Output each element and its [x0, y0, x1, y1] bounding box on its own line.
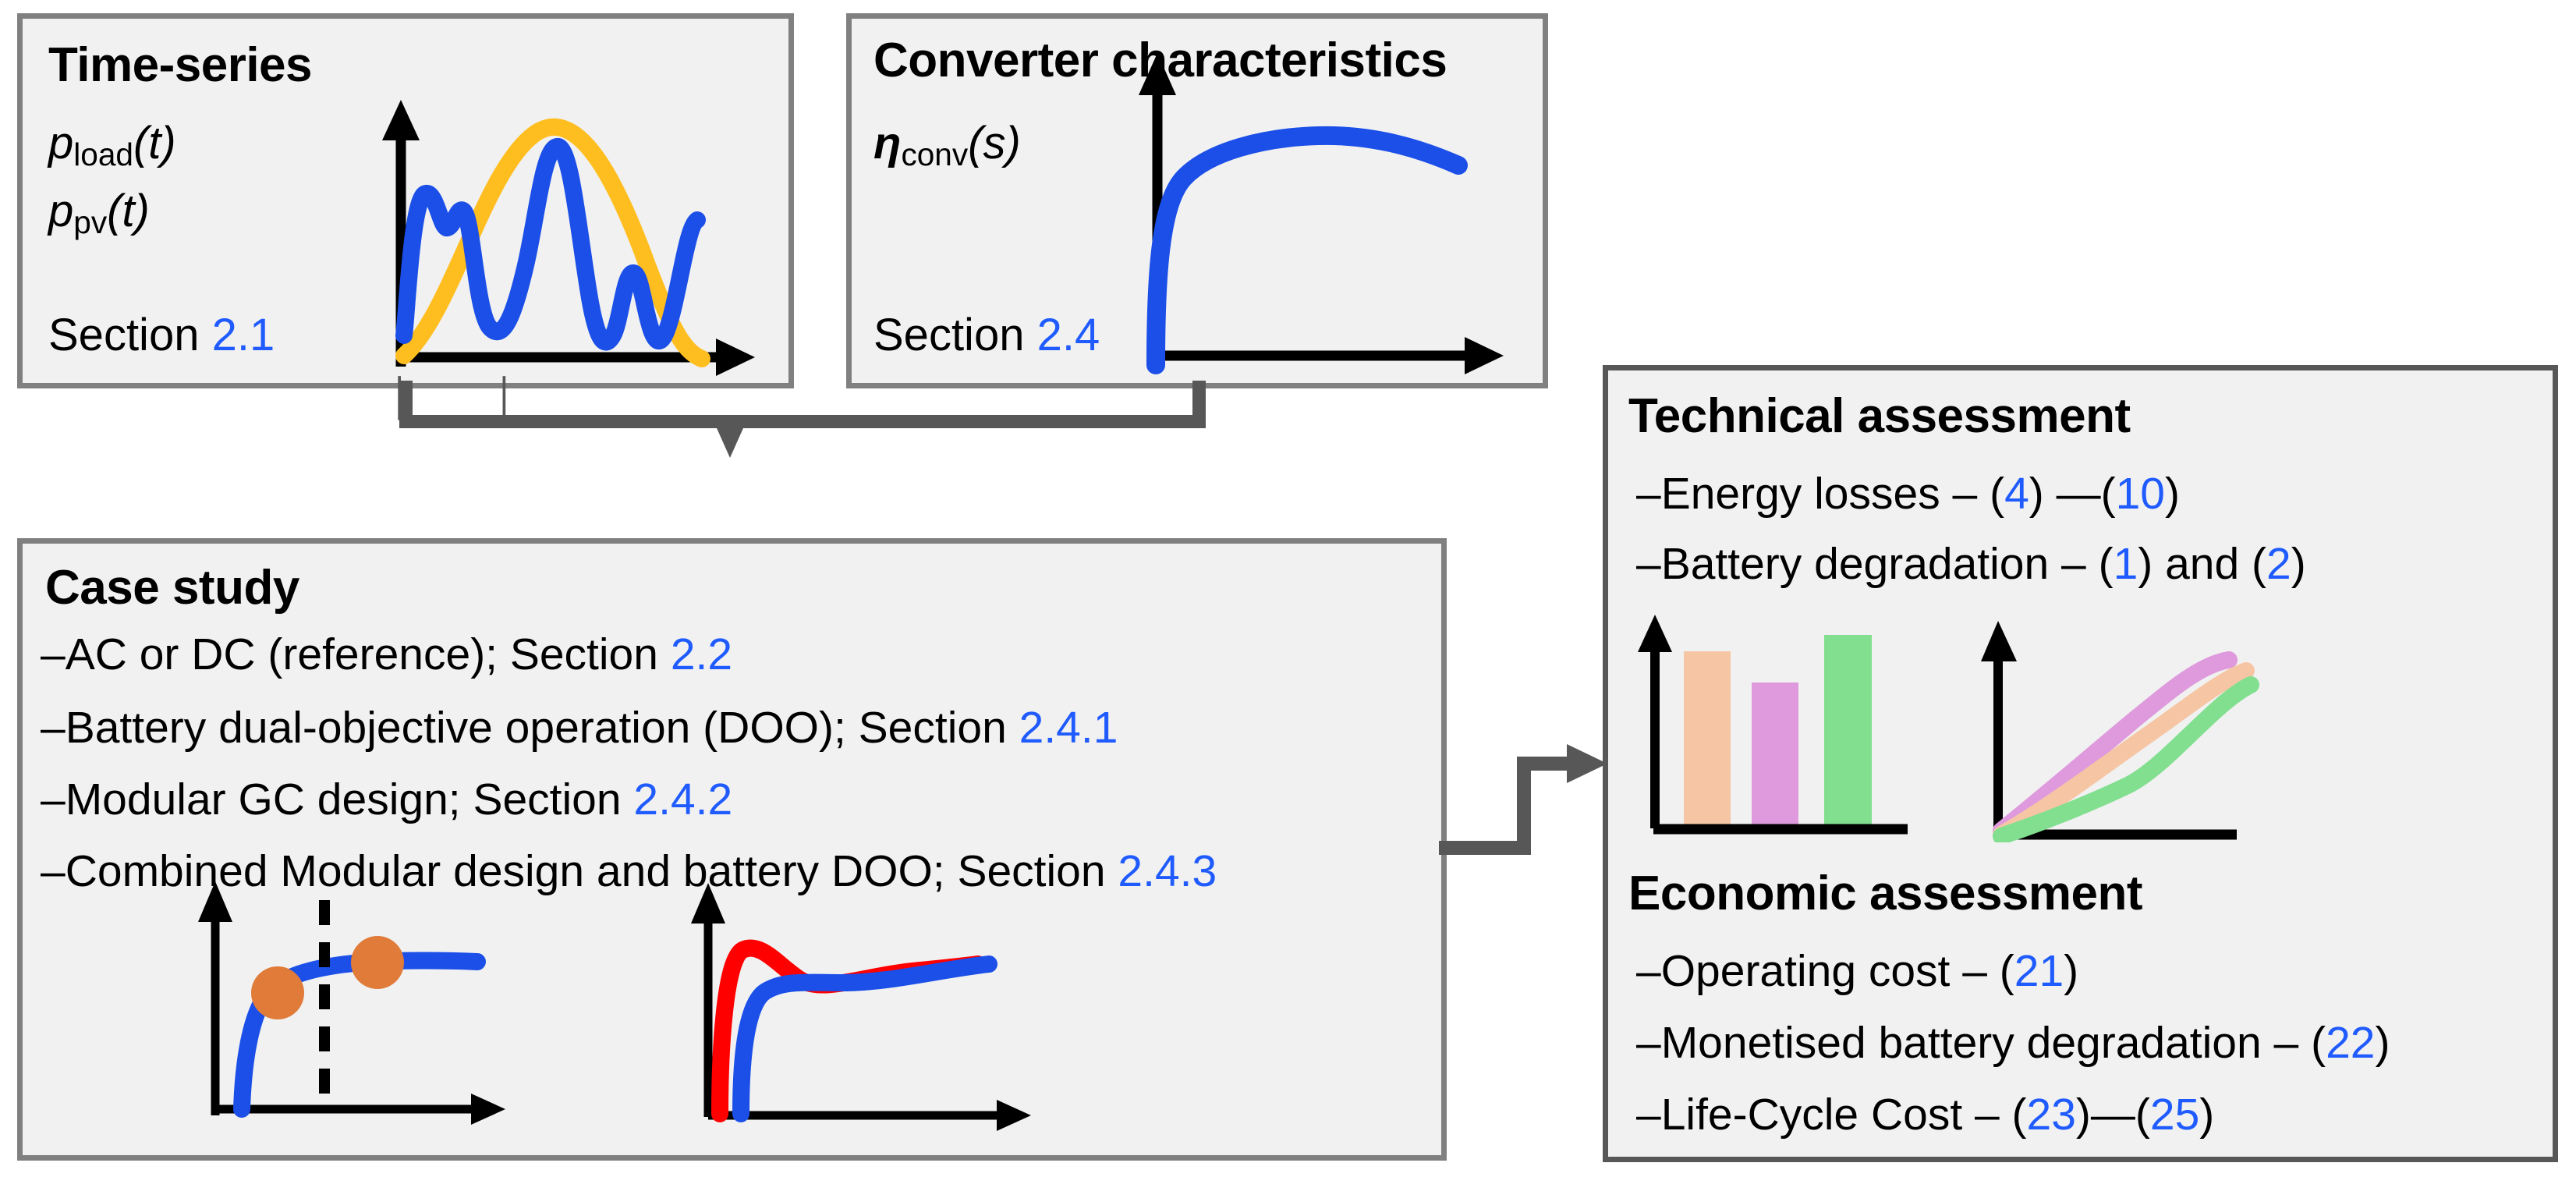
time-series-chart — [382, 100, 755, 376]
economic-pre-1: Monetised battery degradation – ( — [1660, 1018, 2326, 1068]
technical-post-1: ) — [2291, 539, 2306, 589]
technical-ref1-0: 4 — [2004, 469, 2029, 519]
bar-case-b — [1752, 682, 1798, 825]
technical-ref2-1: 2 — [2266, 539, 2291, 589]
operating-point-marker-1 — [251, 966, 304, 1019]
economic-post-0: ) — [2064, 946, 2079, 996]
economic-mid-2: )—( — [2075, 1090, 2150, 1140]
economic-ref1-2: 23 — [2026, 1090, 2076, 1140]
case-study-ref-1: 2.4.1 — [1019, 703, 1118, 753]
case-study-title: Case study — [45, 561, 299, 615]
technical-pre-1: Battery degradation – ( — [1660, 539, 2114, 589]
bar-case-a — [1684, 651, 1731, 825]
connector-to-assessment — [1439, 744, 1607, 855]
operating-point-marker-2 — [351, 936, 404, 989]
case-study-ref-0: 2.2 — [670, 629, 733, 679]
p-pv-base: p — [48, 186, 74, 236]
technical-dash-1: – — [1636, 539, 1661, 589]
converter-section: Section 2.4 — [873, 309, 1100, 361]
symbol-p-pv: ppv(t) — [48, 185, 150, 241]
time-series-section-number: 2.1 — [211, 310, 275, 360]
case-study-text-3: Combined Modular design and battery DOO;… — [65, 846, 1118, 896]
degradation-series-case-b — [1993, 651, 2238, 839]
economic-post-2: ) — [2199, 1090, 2215, 1140]
box-case-study — [17, 538, 1447, 1161]
economic-dash-0: – — [1636, 946, 1661, 996]
economic-item-1: –Monetised battery degradation – (22) — [1636, 1017, 2390, 1069]
p-load-base: p — [48, 118, 74, 168]
eta-arg: (s) — [968, 118, 1021, 168]
technical-item-0: –Energy losses – (4) —(10) — [1636, 468, 2180, 519]
case-study-ref-3: 2.4.3 — [1118, 846, 1217, 896]
symbol-p-load: pload(t) — [48, 117, 176, 173]
economic-post-1: ) — [2375, 1018, 2390, 1068]
case-study-item-3: –Combined Modular design and battery DOO… — [41, 846, 1217, 897]
time-series-title: Time-series — [48, 38, 313, 92]
symbol-eta-conv: ηconv(s) — [873, 117, 1021, 173]
technical-mid-0: ) —( — [2029, 469, 2116, 519]
economic-ref1-1: 22 — [2326, 1018, 2376, 1068]
p-pv-subscript: pv — [73, 204, 108, 240]
case-study-dash-1: – — [41, 703, 66, 753]
economic-ref2-2: 25 — [2149, 1090, 2200, 1140]
case-study-dash-0: – — [41, 629, 66, 679]
case-study-text-2: Modular GC design; Section — [65, 775, 634, 824]
p-load-subscript: load — [73, 136, 133, 172]
energy-losses-bar-chart — [1638, 615, 1908, 835]
case-study-dash-3: – — [41, 846, 66, 896]
economic-item-0: –Operating cost – (21) — [1636, 945, 2078, 997]
technical-assessment-title: Technical assessment — [1628, 389, 2131, 443]
economic-dash-2: – — [1636, 1090, 1661, 1140]
case-study-item-2: –Modular GC design; Section 2.4.2 — [41, 774, 732, 825]
economic-pre-0: Operating cost – ( — [1660, 946, 2014, 996]
case-study-item-1: –Battery dual-objective operation (DOO);… — [41, 702, 1118, 753]
battery-degradation-line-chart — [1981, 621, 2259, 842]
eta-base: η — [873, 118, 902, 168]
p-pv-arg: (t) — [107, 186, 150, 236]
time-series-section-label: Section — [48, 310, 200, 360]
technical-ref2-0: 10 — [2115, 469, 2165, 519]
case-study-dash-2: – — [41, 775, 66, 824]
connector-to-case-study — [398, 376, 1206, 458]
converter-efficiency-chart — [1139, 53, 1504, 374]
converter-section-number: 2.4 — [1036, 310, 1100, 360]
case-study-text-0: AC or DC (reference); Section — [65, 629, 671, 679]
case-study-ref-2: 2.4.2 — [633, 775, 733, 824]
degradation-series-case-a — [1993, 662, 2255, 842]
technical-mid-1: ) and ( — [2138, 539, 2267, 589]
time-series-section: Section 2.1 — [48, 309, 275, 361]
p-load-arg: (t) — [133, 118, 176, 168]
economic-dash-1: – — [1636, 1018, 1661, 1068]
economic-assessment-title: Economic assessment — [1628, 867, 2143, 920]
technical-dash-0: – — [1636, 469, 1661, 519]
case-study-item-0: –AC or DC (reference); Section 2.2 — [41, 629, 732, 680]
technical-item-1: –Battery degradation – (1) and (2) — [1636, 538, 2306, 590]
technical-ref1-1: 1 — [2113, 539, 2138, 589]
economic-item-2: –Life-Cycle Cost – (23)—(25) — [1636, 1089, 2214, 1140]
battery-doo-chart — [691, 883, 1031, 1131]
degradation-series-case-c — [1993, 676, 2259, 842]
economic-pre-2: Life-Cycle Cost – ( — [1660, 1090, 2027, 1140]
bar-case-c — [1824, 635, 1872, 825]
technical-pre-0: Energy losses – ( — [1660, 469, 2005, 519]
technical-post-0: ) — [2164, 469, 2180, 519]
economic-ref1-0: 21 — [2014, 946, 2064, 996]
eta-subscript: conv — [901, 136, 969, 172]
converter-section-label: Section — [873, 310, 1025, 360]
modular-gc-design-chart — [198, 881, 505, 1125]
case-study-text-1: Battery dual-objective operation (DOO); … — [65, 703, 1019, 753]
